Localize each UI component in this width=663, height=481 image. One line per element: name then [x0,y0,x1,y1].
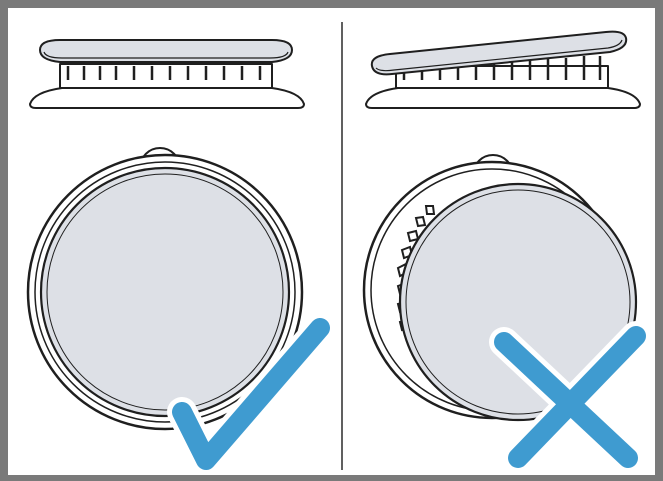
burner-top-view-level-icon [26,147,304,431]
cross-icon [489,321,651,473]
checkmark-icon [167,313,335,475]
panel-correct [26,39,335,475]
panel-incorrect [362,30,651,473]
burner-cap-tilted-icon [365,30,641,109]
burner-top-view-offset-icon [362,154,638,422]
burner-teeth [66,66,262,80]
burner-teeth [402,56,602,80]
burner-cap-level-icon [29,39,305,109]
